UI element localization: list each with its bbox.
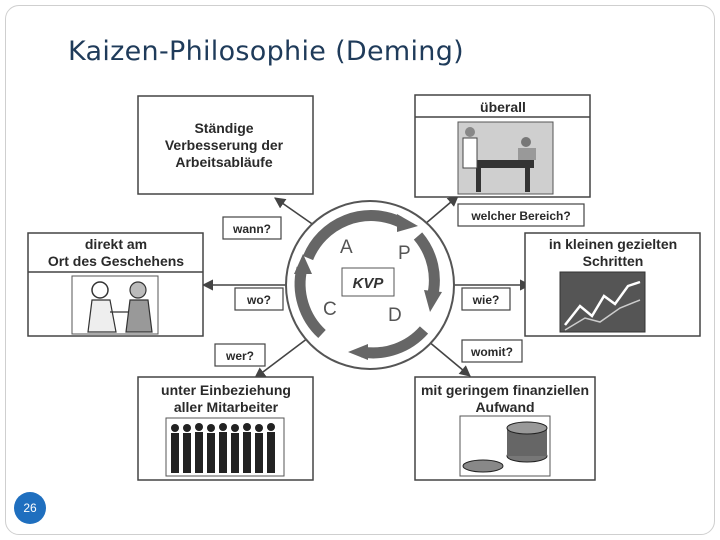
box-mid-left-line-1: direkt am [85, 236, 147, 252]
box-mid-right: in kleinen gezielten Schritten [524, 232, 701, 337]
question-wer: wer? [214, 343, 266, 367]
question-wie: wie? [461, 287, 511, 311]
question-welcher-bereich-label: welcher Bereich? [470, 209, 570, 223]
kvp-label: KVP [353, 275, 385, 292]
box-bottom-right-line-1: mit geringem finanziellen [421, 382, 589, 398]
box-mid-left: direkt am Ort des Geschehens [27, 232, 204, 337]
box-mid-left-line-2: Ort des Geschehens [48, 253, 184, 269]
question-wie-label: wie? [472, 293, 500, 307]
question-wo: wo? [234, 287, 284, 311]
slide-title: Kaizen-Philosophie (Deming) [68, 36, 464, 67]
arrow-to-bottom-left [254, 334, 313, 379]
box-bottom-left: unter Einbeziehung aller Mitarbeiter [137, 376, 314, 481]
office-illustration [457, 121, 554, 195]
question-womit-label: womit? [470, 345, 513, 359]
question-welcher-bereich: welcher Bereich? [457, 203, 585, 227]
letter-c: C [323, 299, 337, 320]
box-bottom-right: mit geringem finanziellen Aufwand [414, 376, 596, 481]
employees-illustration [165, 417, 285, 477]
question-wann-label: wann? [232, 222, 271, 236]
question-wer-label: wer? [225, 349, 254, 363]
chart-illustration [559, 271, 646, 333]
box-top-left-line-3: Arbeitsabläufe [175, 154, 272, 170]
doctor-patient-illustration [71, 275, 159, 335]
coins-illustration [459, 415, 551, 477]
question-wo-label: wo? [246, 293, 271, 307]
box-mid-right-line-2: Schritten [583, 253, 644, 269]
box-top-right: überall [414, 94, 591, 198]
box-top-left-line-1: Ständige [194, 120, 253, 136]
box-top-left-line-2: Verbesserung der [165, 137, 284, 153]
page-number-badge: 26 [14, 492, 46, 524]
kvp-circle: KVP A P C D [285, 200, 455, 370]
question-womit: womit? [461, 339, 523, 363]
box-top-left: Ständige Verbesserung der Arbeitsabläufe [137, 95, 314, 195]
letter-p: P [398, 243, 411, 264]
arrow-to-top-left [274, 197, 319, 229]
box-bottom-left-line-1: unter Einbeziehung [161, 382, 291, 398]
box-mid-right-line-1: in kleinen gezielten [549, 236, 677, 252]
box-top-right-line-1: überall [480, 99, 526, 115]
letter-a: A [340, 237, 353, 258]
box-bottom-right-line-2: Aufwand [475, 399, 534, 415]
box-bottom-left-line-2: aller Mitarbeiter [174, 399, 279, 415]
question-wann: wann? [222, 216, 282, 240]
letter-d: D [388, 305, 402, 326]
